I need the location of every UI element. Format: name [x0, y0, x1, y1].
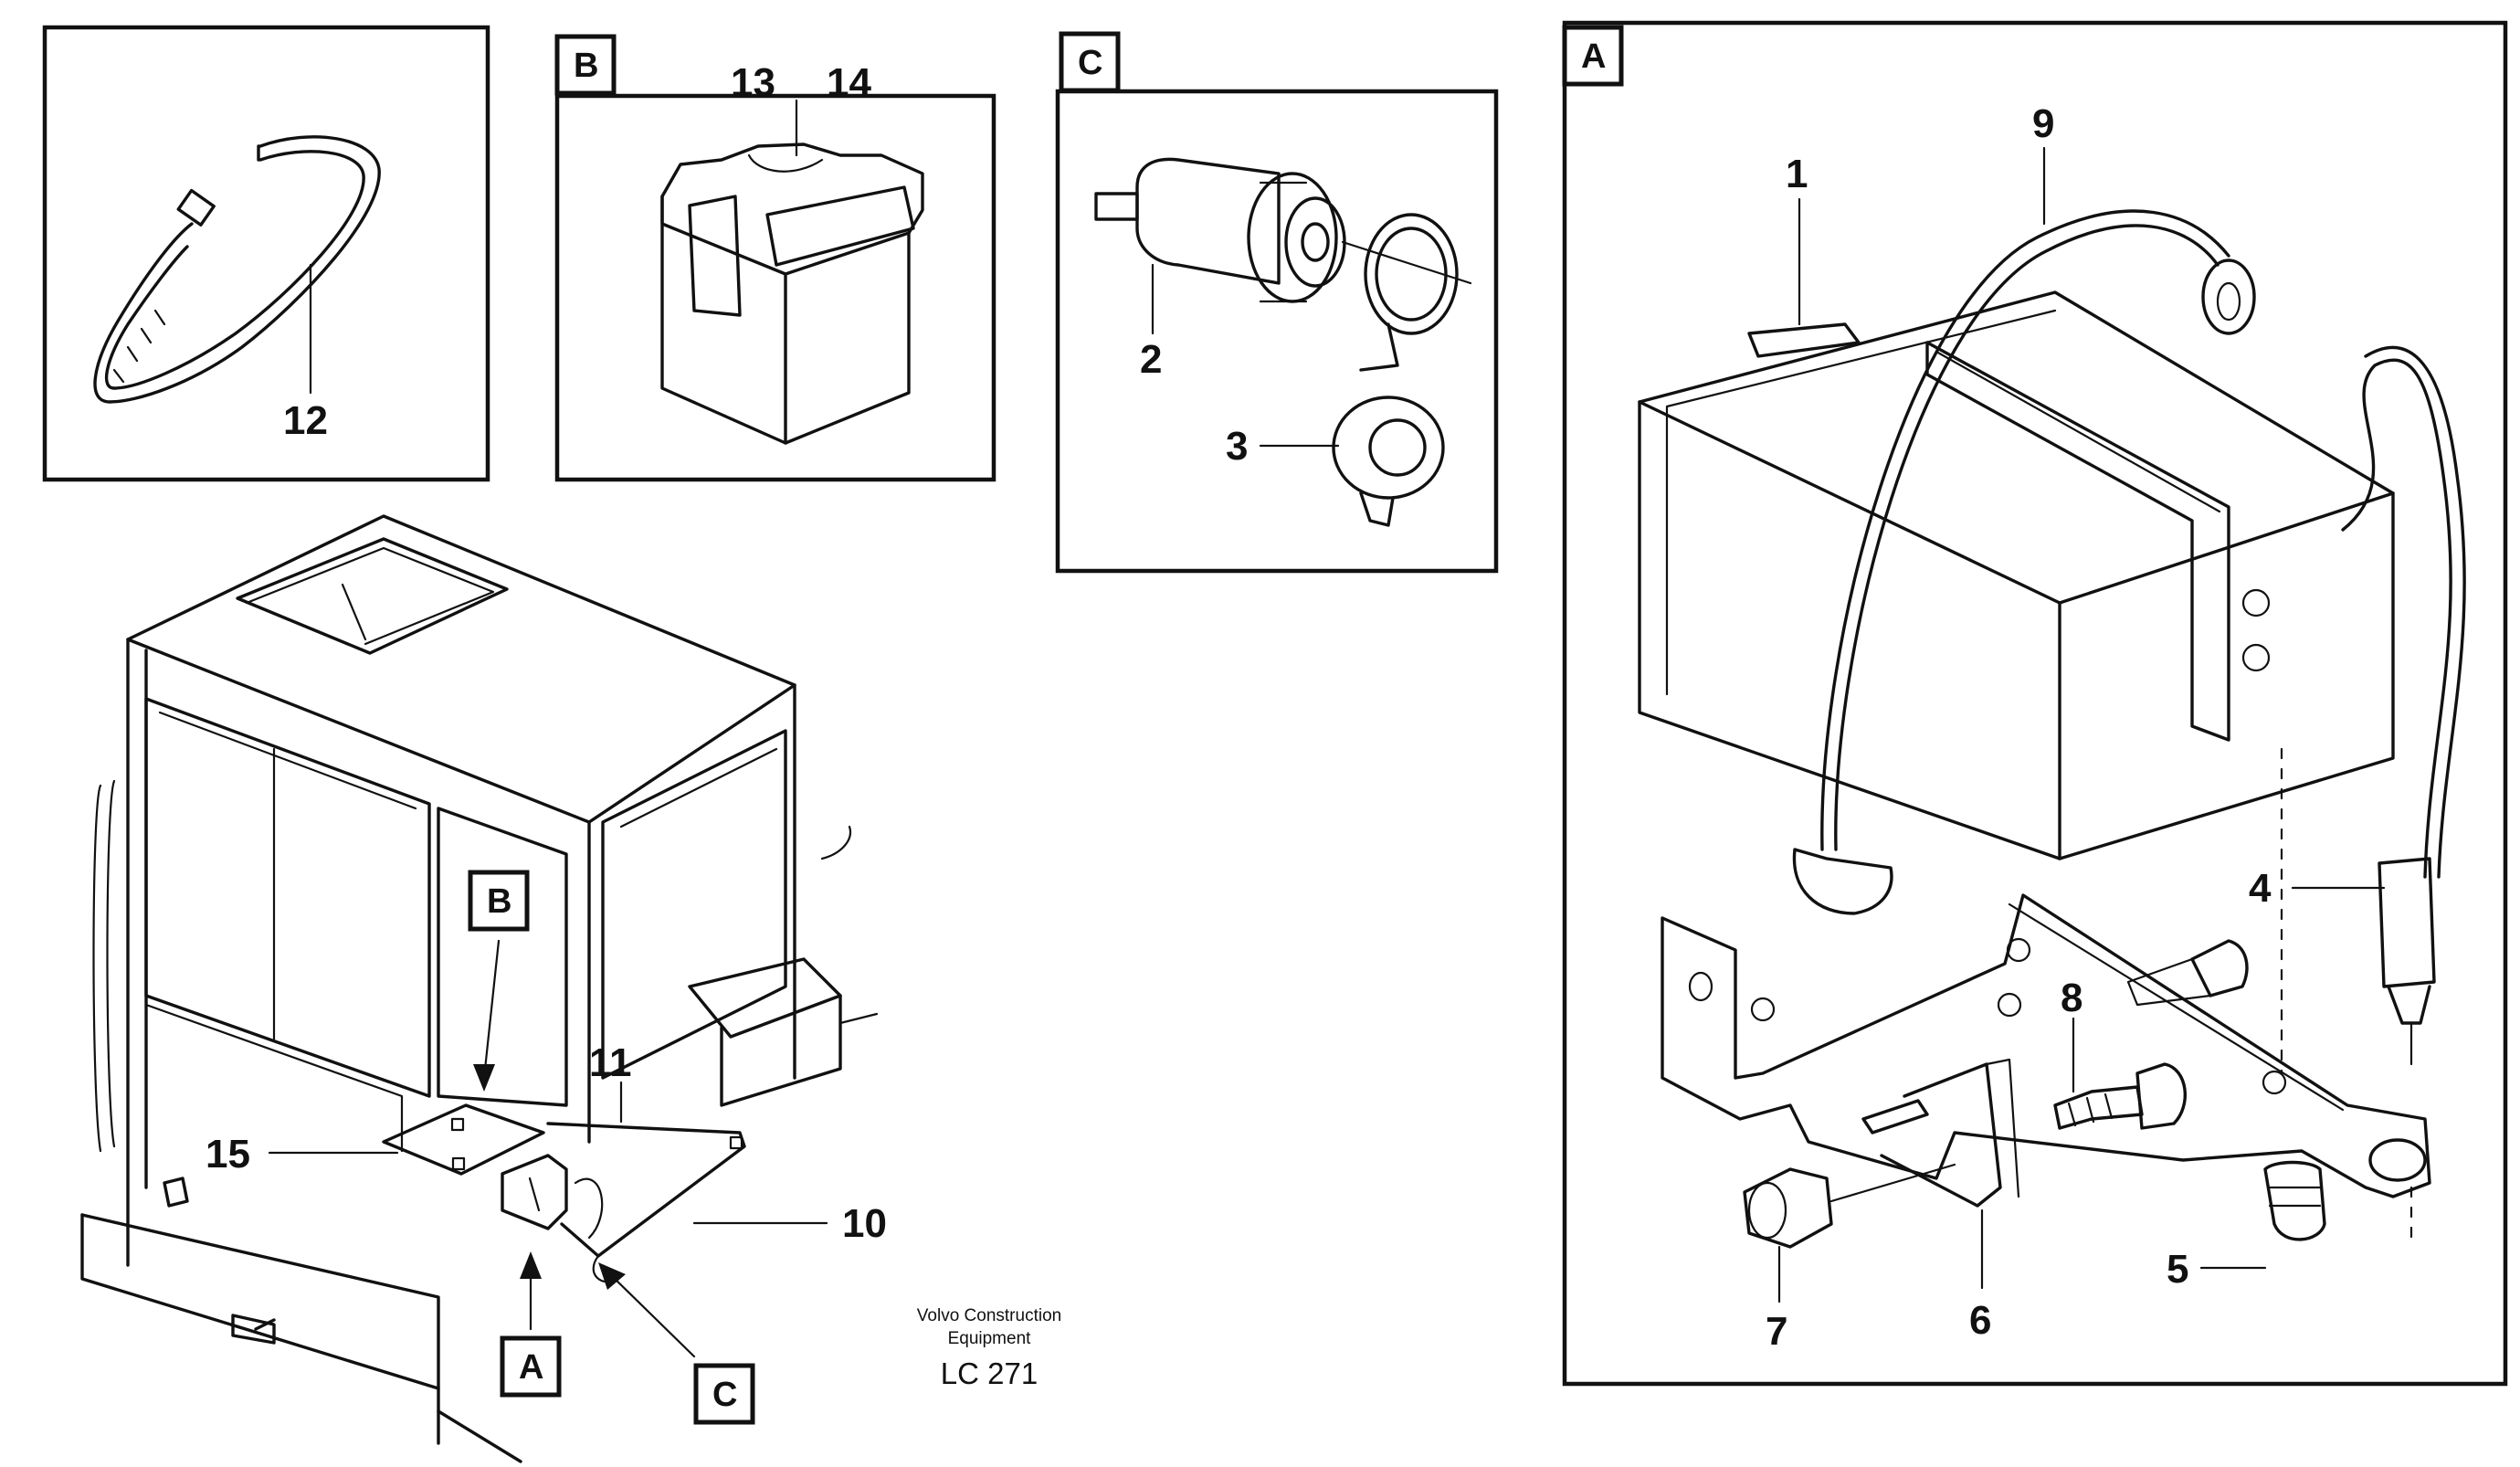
part-label-13: 13 — [731, 60, 775, 105]
panel-cable-tie: 12 — [42, 25, 490, 482]
relay-drawing — [660, 142, 924, 445]
panel-frame — [42, 25, 490, 482]
rod-drawing — [2341, 345, 2466, 1066]
part-label-5: 5 — [2167, 1247, 2188, 1292]
part-label-2: 2 — [1140, 337, 1162, 382]
callout-a-text: A — [519, 1348, 543, 1387]
panel-c-tag — [1059, 31, 1121, 93]
screw-drawing — [2053, 939, 2326, 1241]
part-label-11: 11 — [589, 1040, 632, 1085]
panel-frame — [1562, 20, 2508, 1387]
callout-a-box — [500, 1335, 562, 1398]
mounted-components — [382, 1103, 746, 1283]
part-label-15: 15 — [206, 1132, 250, 1177]
panel-a-tag — [1562, 25, 1624, 87]
callout-c: C — [598, 1262, 755, 1425]
part-label-9: 9 — [2032, 101, 2054, 146]
callout-c-text: C — [712, 1376, 737, 1414]
guide-lines — [2280, 747, 2413, 1244]
panel-frame — [1055, 89, 1499, 574]
panel-b-relay: B 13 14 — [554, 34, 996, 482]
ground-wire-drawing — [1792, 209, 2256, 915]
box-drawing — [1638, 290, 2395, 860]
bracket-drawing — [1661, 893, 2431, 1208]
part-label-6: 6 — [1969, 1298, 1991, 1343]
nut-drawing — [1743, 1163, 1956, 1249]
cab-drawing — [80, 514, 879, 1463]
callout-b-box — [468, 870, 530, 932]
callout-b: B — [468, 870, 530, 1092]
part-label-3: 3 — [1226, 424, 1248, 469]
cab-overview: B A C 11 15 10 — [80, 514, 887, 1463]
drawing-code: LC 271 — [941, 1356, 1038, 1390]
part-label-14: 14 — [827, 60, 871, 105]
panel-a-tag-text: A — [1581, 37, 1606, 76]
credit-line-1: Volvo Construction — [917, 1306, 1061, 1325]
part-label-12: 12 — [283, 398, 328, 443]
credit-line-2: Equipment — [948, 1329, 1032, 1348]
callout-c-box — [693, 1363, 755, 1425]
part-label-10: 10 — [842, 1201, 887, 1246]
panel-a-holder: A — [1562, 20, 2508, 1387]
socket-drawing — [1094, 157, 1472, 527]
panel-b-tag-text: B — [574, 47, 598, 85]
part-label-1: 1 — [1786, 152, 1808, 196]
callout-a: A — [500, 1251, 562, 1398]
part-label-7: 7 — [1766, 1309, 1787, 1354]
part-label-8: 8 — [2061, 976, 2082, 1020]
panel-c-tag-text: C — [1078, 44, 1102, 82]
panel-c-socket: C 2 3 — [1055, 31, 1499, 574]
callout-b-text: B — [487, 882, 511, 921]
credit-block: Volvo Construction Equipment LC 271 — [917, 1306, 1061, 1390]
panel-frame — [554, 93, 996, 482]
cable-tie-drawing — [93, 135, 381, 404]
panel-b-tag — [554, 34, 617, 96]
part-label-4: 4 — [2249, 866, 2272, 911]
